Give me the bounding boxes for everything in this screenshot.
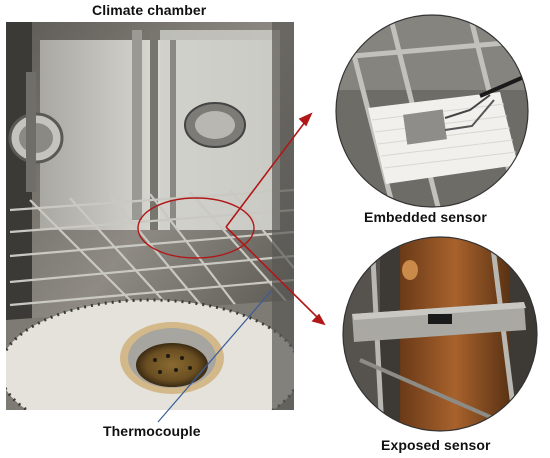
climate-chamber-photo: [6, 22, 294, 410]
thermocouple-label: Thermocouple: [103, 423, 201, 439]
exposed-sensor-label: Exposed sensor: [381, 437, 491, 453]
climate-chamber-label: Climate chamber: [92, 2, 207, 18]
exposed-sensor-closeup: [342, 236, 538, 432]
thermocouple-pointer: [157, 289, 273, 423]
embedded-sensor-label: Embedded sensor: [364, 209, 487, 225]
callout-arrows: [225, 112, 326, 326]
embedded-sensor-closeup: [335, 14, 529, 208]
